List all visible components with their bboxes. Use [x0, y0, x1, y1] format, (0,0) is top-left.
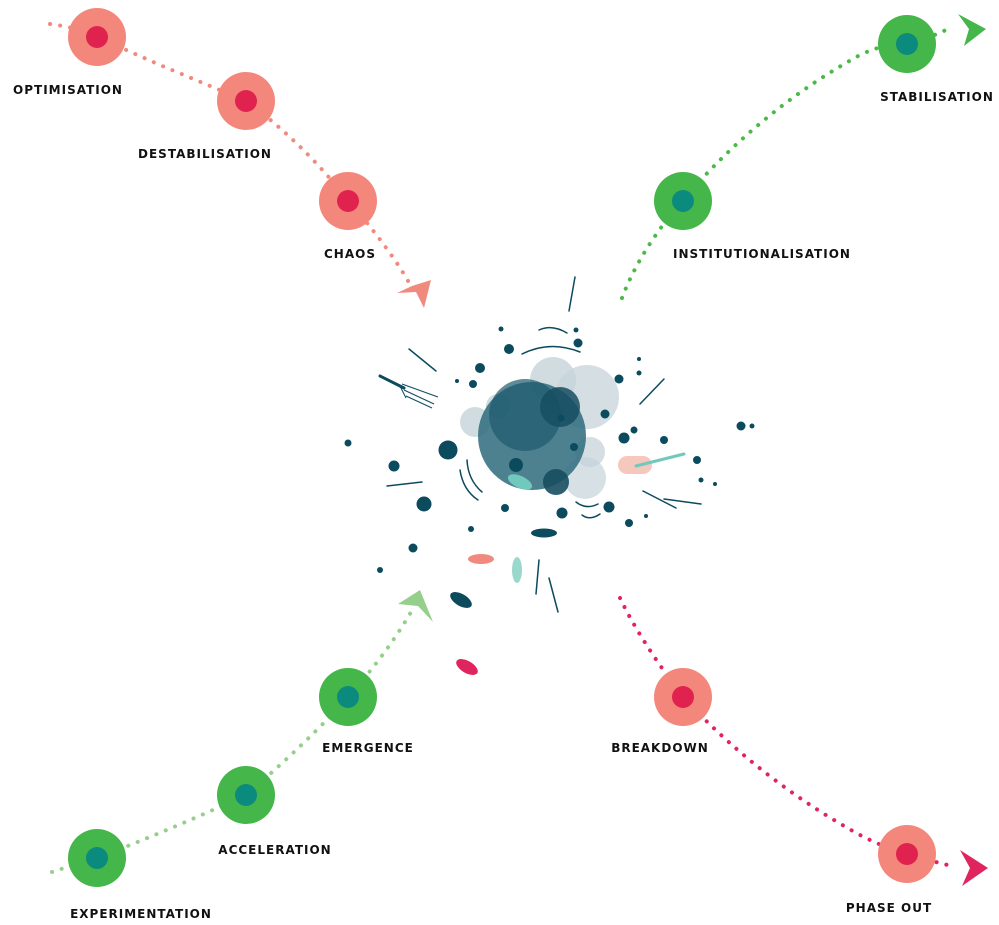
label-destabilisation: DESTABILISATION — [138, 147, 272, 161]
chevron-arrow-icon — [958, 14, 986, 46]
node-breakdown — [654, 668, 712, 726]
label-emergence: EMERGENCE — [322, 741, 414, 755]
central-burst-illustration — [344, 276, 755, 675]
label-chaos: CHAOS — [324, 247, 376, 261]
label-phase-out: PHASE OUT — [846, 901, 932, 915]
label-stabilisation: STABILISATION — [880, 90, 994, 104]
path-institutionalisation-stabilisation — [620, 26, 952, 300]
node-phase-out — [878, 825, 936, 883]
label-acceleration: ACCELERATION — [218, 843, 331, 857]
node-institutionalisation — [654, 172, 712, 230]
chevron-arrow-icon — [398, 590, 433, 622]
node-experimentation — [68, 829, 126, 887]
node-emergence — [319, 668, 377, 726]
label-optimisation: OPTIMISATION — [13, 83, 123, 97]
node-optimisation — [68, 8, 126, 66]
node-destabilisation — [217, 72, 275, 130]
label-experimentation: EXPERIMENTATION — [70, 907, 212, 921]
node-stabilisation — [878, 15, 936, 73]
label-institutionalisation: INSTITUTIONALISATION — [673, 247, 851, 261]
label-breakdown: BREAKDOWN — [611, 741, 709, 755]
chevron-arrow-icon — [960, 850, 988, 886]
node-acceleration — [217, 766, 275, 824]
chevron-arrow-icon — [397, 280, 431, 308]
node-chaos — [319, 172, 377, 230]
